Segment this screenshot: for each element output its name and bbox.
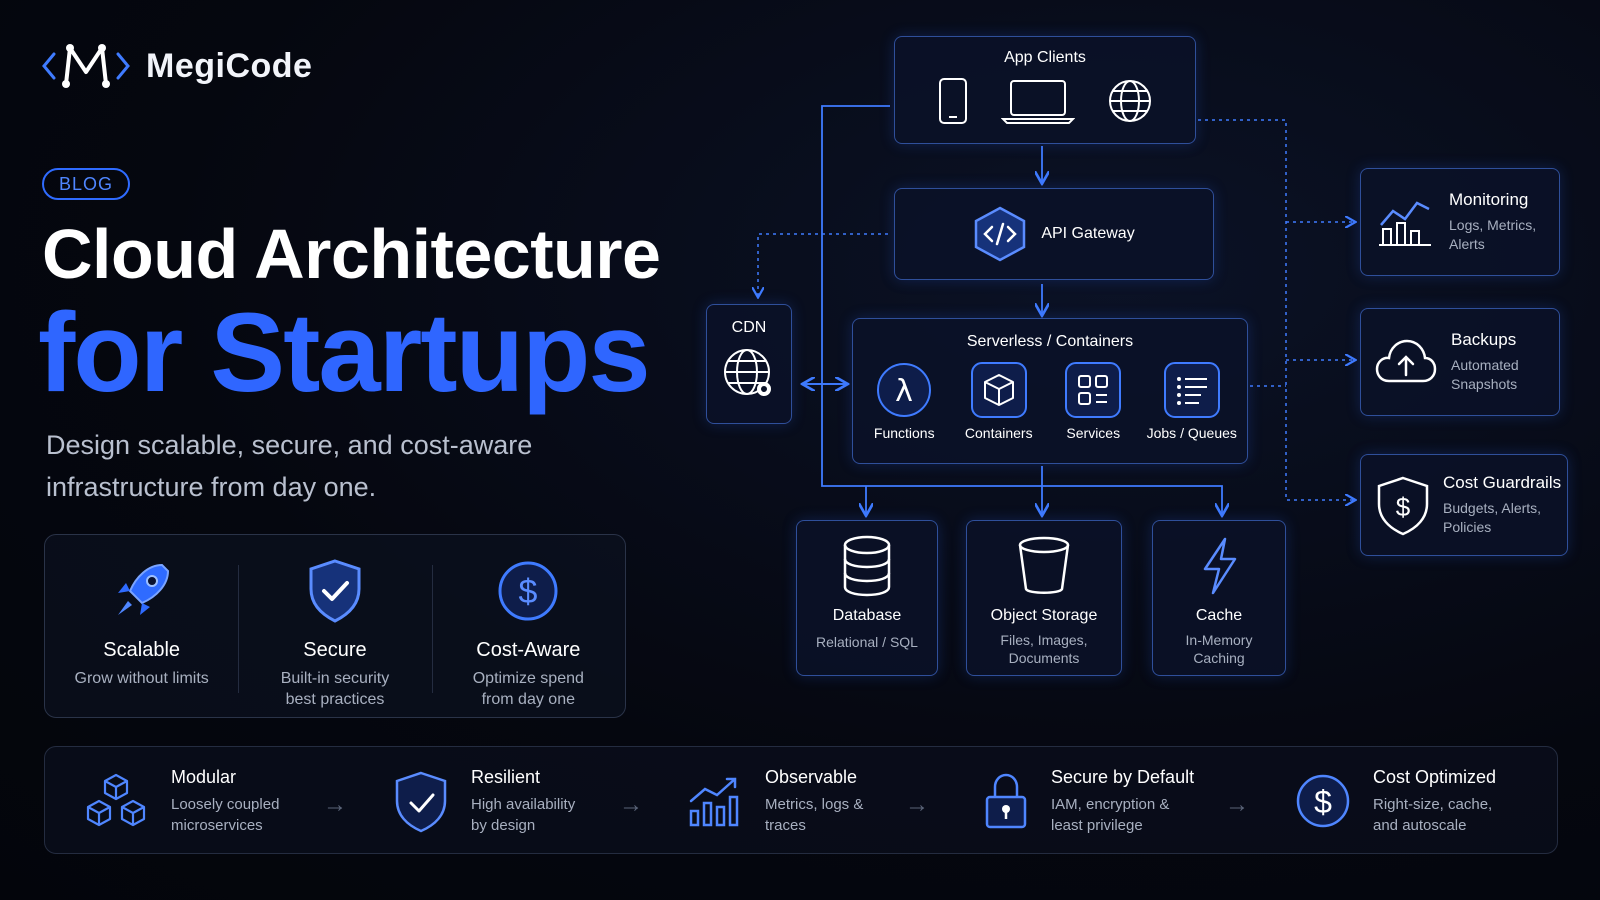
principle-secure-by-default: Secure by Default IAM, encryption & leas… — [983, 747, 1194, 855]
feature-title: Cost-Aware — [476, 639, 581, 661]
principles-bar: Modular Loosely coupled microservices → … — [44, 746, 1558, 854]
api-gateway-node[interactable]: API Gateway — [894, 188, 1214, 280]
lambda-icon: λ — [877, 363, 932, 417]
svg-text:$: $ — [1396, 492, 1411, 522]
globe-icon — [1108, 80, 1151, 122]
principle-desc: IAM, encryption & least privilege — [1051, 795, 1170, 834]
cubes-icon — [86, 773, 146, 827]
svg-text:$: $ — [519, 573, 538, 611]
functions-item[interactable]: λ Functions — [858, 361, 950, 441]
database-title: Database — [832, 607, 902, 624]
services-label: Services — [1066, 425, 1121, 441]
shield-check-icon — [309, 559, 361, 623]
arrow-right-icon: → — [905, 791, 929, 818]
cdn-node[interactable]: CDN — [706, 304, 792, 424]
feature-title: Scalable — [103, 639, 181, 661]
feature-desc: Optimize spend from day one — [472, 670, 584, 708]
feature-title: Secure — [303, 639, 367, 661]
globe-icon — [724, 349, 771, 396]
principle-title: Resilient — [471, 766, 541, 787]
box-icon — [970, 362, 1027, 418]
backups-desc: Automated Snapshots — [1451, 357, 1519, 392]
bucket-icon — [1018, 536, 1070, 594]
principle-cost-optimized: $ Cost Optimized Right-size, cache, and … — [1295, 747, 1513, 855]
chart-monitor-icon — [1379, 201, 1431, 246]
cost-guardrails-title: Cost Guardrails — [1443, 473, 1562, 492]
svg-text:$: $ — [1314, 784, 1332, 820]
mobile-icon — [939, 78, 968, 124]
database-icon — [843, 535, 891, 597]
object-storage-node[interactable]: Object Storage Files, Images, Documents — [966, 520, 1122, 676]
feature-desc: Built-in security best practices — [280, 670, 390, 708]
database-node[interactable]: Database Relational / SQL — [796, 520, 938, 676]
cost-guardrails-desc: Budgets, Alerts, Policies — [1443, 500, 1542, 535]
svg-text:λ: λ — [895, 374, 913, 409]
principle-title: Cost Optimized — [1373, 766, 1497, 787]
page-title-line2: for Startups — [38, 290, 651, 415]
chart-up-icon — [689, 777, 739, 827]
functions-label: Functions — [873, 425, 935, 441]
feature-panel: Scalable Grow without limits Secure Buil… — [44, 534, 626, 718]
page-subtitle: Design scalable, secure, and cost-aware … — [46, 430, 533, 502]
principle-title: Observable — [765, 766, 858, 787]
megicode-logo-icon — [42, 44, 130, 88]
services-item[interactable]: Services — [1047, 361, 1139, 441]
backups-title: Backups — [1451, 330, 1517, 349]
principle-title: Secure by Default — [1051, 766, 1195, 787]
cdn-label: CDN — [731, 319, 767, 336]
principle-desc: High availability by design — [471, 795, 576, 834]
containers-label: Containers — [964, 425, 1033, 441]
cache-title: Cache — [1195, 607, 1243, 624]
principle-title: Modular — [171, 766, 237, 787]
principle-desc: Metrics, logs & traces — [765, 795, 864, 834]
shield-check-icon — [395, 771, 447, 833]
monitoring-title: Monitoring — [1449, 190, 1529, 209]
dollar-icon: $ — [498, 561, 558, 621]
serverless-title: Serverless / Containers — [966, 333, 1134, 350]
feature-desc: Grow without limits — [74, 670, 209, 687]
arrow-right-icon: → — [323, 791, 347, 818]
feature-secure: Secure Built-in security best practices — [238, 535, 431, 717]
serverless-node[interactable]: Serverless / Containers λ Functions Cont… — [852, 318, 1248, 464]
principle-desc: Right-size, cache, and autoscale — [1373, 795, 1493, 834]
principle-desc: Loosely coupled microservices — [171, 795, 280, 834]
feature-cost-aware: $ Cost-Aware Optimize spend from day one — [431, 535, 625, 717]
cache-desc: In-Memory Caching — [1185, 632, 1253, 666]
laptop-icon — [1000, 80, 1075, 124]
jobs-queues-label: Jobs / Queues — [1146, 425, 1237, 441]
brand-logo[interactable]: MegiCode — [40, 40, 312, 92]
object-storage-desc: Files, Images, Documents — [1000, 632, 1088, 666]
app-clients-node[interactable]: App Clients — [894, 36, 1196, 144]
arrow-right-icon: → — [619, 791, 643, 818]
feature-scalable: Scalable Grow without limits — [45, 535, 238, 717]
rocket-icon — [117, 563, 169, 615]
lightning-icon — [1203, 537, 1237, 595]
monitoring-desc: Logs, Metrics, Alerts — [1449, 217, 1537, 252]
arrow-right-icon: → — [1225, 791, 1249, 818]
principle-resilient: Resilient High availability by design — [393, 747, 591, 855]
backups-node[interactable]: Backups Automated Snapshots — [1360, 308, 1560, 416]
cloud-upload-icon — [1375, 339, 1437, 383]
principle-modular: Modular Loosely coupled microservices — [83, 747, 291, 855]
shield-dollar-icon: $ — [1377, 476, 1429, 536]
jobs-queues-item[interactable]: Jobs / Queues — [1142, 361, 1242, 441]
object-storage-title: Object Storage — [990, 607, 1098, 624]
page-title-line1: Cloud Architecture — [42, 215, 661, 293]
cache-node[interactable]: Cache In-Memory Caching — [1152, 520, 1286, 676]
grid-icon — [1065, 362, 1122, 418]
cost-guardrails-node[interactable]: $ Cost Guardrails Budgets, Alerts, Polic… — [1360, 454, 1568, 556]
blog-badge: BLOG — [42, 168, 130, 200]
app-clients-label: App Clients — [1004, 49, 1086, 66]
lock-icon — [985, 773, 1027, 829]
monitoring-node[interactable]: Monitoring Logs, Metrics, Alerts — [1360, 168, 1560, 276]
api-gateway-label: API Gateway — [1041, 225, 1135, 242]
dollar-icon: $ — [1296, 774, 1350, 828]
code-hexagon-icon — [975, 206, 1026, 262]
principle-observable: Observable Metrics, logs & traces — [687, 747, 885, 855]
brand-name: MegiCode — [146, 46, 313, 85]
database-desc: Relational / SQL — [816, 634, 918, 650]
containers-item[interactable]: Containers — [953, 361, 1045, 441]
list-icon — [1163, 362, 1220, 418]
